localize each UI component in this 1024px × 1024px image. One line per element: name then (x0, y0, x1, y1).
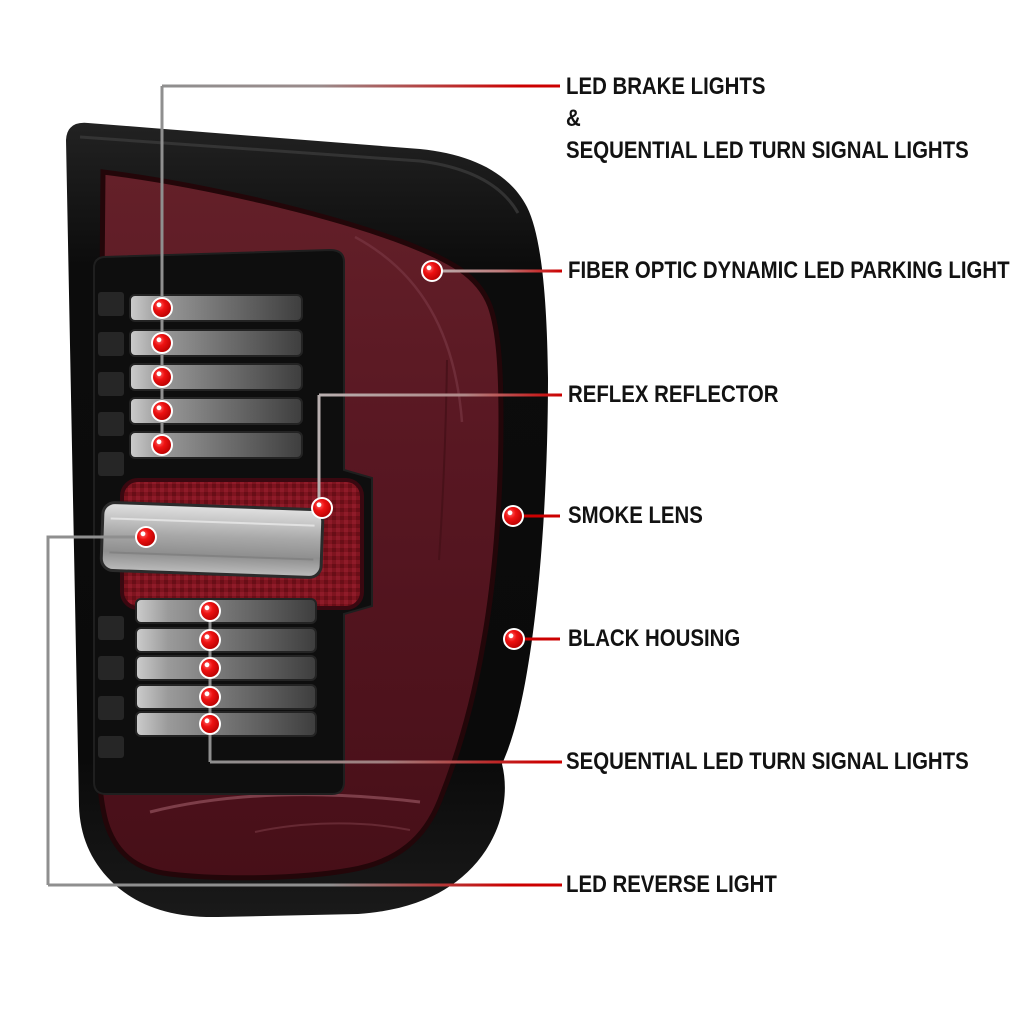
reverse-light-strip (99, 501, 325, 579)
callout-label-parking-light: FIBER OPTIC DYNAMIC LED PARKING LIGHT (568, 257, 1010, 284)
callout-label-reflex-reflector: REFLEX REFLECTOR (568, 381, 779, 408)
upper-led-slats (129, 294, 303, 459)
callout-label-reverse-light: LED REVERSE LIGHT (566, 871, 777, 898)
callout-label-brake-line1: LED BRAKE LIGHTS (566, 73, 766, 100)
housing-fins (98, 292, 124, 758)
callout-label-brake-line2: & (566, 105, 581, 132)
callout-label-black-housing: BLACK HOUSING (568, 625, 741, 652)
callout-label-smoke-lens: SMOKE LENS (568, 502, 703, 529)
callout-label-turn-signal: SEQUENTIAL LED TURN SIGNAL LIGHTS (566, 748, 969, 775)
callout-label-brake-line3: SEQUENTIAL LED TURN SIGNAL LIGHTS (566, 137, 969, 164)
taillight-body (66, 122, 548, 918)
lower-led-slats (135, 598, 317, 737)
